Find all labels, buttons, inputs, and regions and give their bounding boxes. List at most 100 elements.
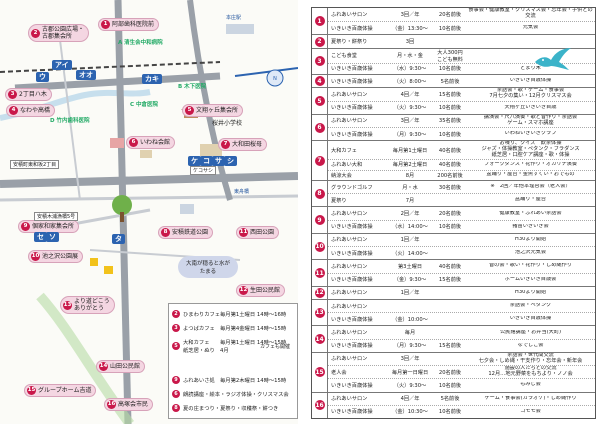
legend-info: 毎月第4金曜日 14時～15時 — [220, 326, 287, 332]
activity-details: ※ 2回／年他本理容会（老人会） — [490, 184, 571, 190]
activity-name: ふれあいサロン — [331, 303, 368, 310]
activity-schedule: （月）9:30～ — [393, 131, 427, 138]
map-callout-1[interactable]: 1 阿部歯科医院前 — [98, 18, 160, 31]
marker-11: 11 — [239, 228, 248, 237]
marker-7: 7 — [221, 140, 230, 149]
map-callout-15[interactable]: 15 グループホーム吉道 — [24, 384, 97, 397]
activity-name: ふれあいサロン — [331, 210, 368, 217]
activity-capacity: 20名前後 — [438, 11, 462, 18]
map-callout-7[interactable]: 7 大和田桜母 — [218, 138, 268, 151]
row-body: いきいき百歳体操（火）8:00～5名前後いきいき百歳体操 — [328, 75, 595, 87]
activity-capacity: 40名前後 — [438, 147, 462, 154]
activity-schedule: （金）9:30～ — [393, 277, 427, 284]
activity-capacity: 15名前後 — [438, 277, 462, 284]
callout-label: 阿部歯科医院前 — [112, 20, 155, 28]
map-callout-6[interactable]: 6 いわね会館 — [126, 136, 176, 149]
activity-details: 茶話会・歌・ゲーム・食事会 7月七夕の集い・12月クリスマス会 — [489, 88, 572, 100]
map-callout-14[interactable]: 14 山田公民館 — [96, 360, 146, 373]
hospital-d: D 竹内歯科医院 — [50, 118, 90, 124]
activity-capacity: 15名前後 — [438, 91, 462, 98]
activity-name: いきいき百歳体操 — [331, 316, 373, 323]
activity-details: コモモ会 — [520, 408, 541, 414]
svg-text:N: N — [273, 76, 277, 82]
row-number-badge: 13 — [314, 307, 325, 318]
legend-name: 大和カフェ 紙芝居・ぬり — [183, 340, 215, 354]
map-callout-2[interactable]: 2 古郡公園広場・ 古郡集会所 — [28, 24, 90, 43]
map-callout-8[interactable]: 8 安積鉄道公園 — [158, 226, 214, 239]
activity-capacity: 40名前後 — [438, 162, 462, 169]
activity-capacity: 10名前後 — [438, 409, 462, 416]
activity-schedule: 4回／年 — [400, 396, 420, 403]
legend-name: 朗読講座・絵本・ラジオ体操・クリスマス会 — [183, 392, 289, 398]
activity-details: H30より開始 — [514, 289, 547, 295]
activity-name: ふれあいサロン — [331, 11, 368, 18]
map-callout-16[interactable]: 16 高塚会市民 — [104, 398, 154, 411]
legend-marker: 9 — [172, 376, 180, 384]
row-number-cell: 11 — [312, 260, 328, 286]
activity-schedule: （水）14:00～ — [392, 224, 428, 231]
activity-line: いきいき百歳体操（月）9:30～10名前後いわねいきいきクラブ — [328, 127, 595, 140]
callout-label: いわね会館 — [140, 138, 171, 146]
area-map: N 1 阿部歯科医院前 2 古郡公園広場・ 古郡集会所 3 2丁目ハ木 4 なわ… — [0, 0, 298, 424]
activity-name: 大和カフェ — [331, 147, 357, 154]
activity-line: いきいき百歳体操（水）9:30～10名前後とまり木 — [328, 62, 595, 74]
sign-se: セ — [34, 232, 47, 242]
activity-capacity: 5名前後 — [440, 78, 460, 85]
activity-schedule: 1回／年 — [400, 237, 420, 244]
activity-line: ふれあいサロン毎月公民館講座・お弁当(大町) — [328, 326, 595, 338]
sign-sa: サ — [212, 156, 225, 166]
activity-name: グラウンドゴルフ — [331, 184, 373, 191]
legend-name: ふれあいさ処 — [183, 378, 215, 384]
row-number-cell: 7 — [312, 141, 328, 180]
activity-name: いきいき百歳体操 — [331, 224, 373, 231]
marker-8: 8 — [161, 228, 170, 237]
legend-marker: 2 — [172, 310, 180, 318]
activity-schedule: （月）9:30～ — [393, 343, 427, 350]
legend-info: 毎月第1土曜日 14時～15時 4月 — [220, 340, 287, 354]
marker-5: 5 — [185, 106, 194, 115]
activity-capacity: 35名前後 — [438, 118, 462, 125]
legend-name: 夏の庄まつり・夏祭り・収穫祭・餅つき — [183, 406, 279, 412]
row-number-badge: 4 — [314, 76, 325, 87]
activity-name: 夏祭り・餅祭り — [331, 39, 368, 46]
marker-15: 15 — [27, 386, 36, 395]
map-callout-12[interactable]: 12 生田公民館 — [236, 284, 286, 297]
activity-schedule: 4回／年 — [400, 91, 420, 98]
row-number-badge: 9 — [314, 215, 325, 226]
activity-details: もみじ会 — [520, 382, 541, 388]
hospital-a: A 清生会中和病院 — [118, 40, 163, 46]
map-callout-10[interactable]: 10 池之沢公園展 — [28, 250, 84, 263]
callout-label: 西田公園 — [250, 228, 275, 236]
map-callout-3[interactable]: 3 2丁目ハ木 — [5, 88, 52, 101]
activity-details: ゲーム・食事会(カラオケ)・しめ縄作り — [484, 395, 577, 401]
map-callout-13[interactable]: 13 より道どこう ありがとう — [60, 296, 115, 315]
marker-4: 4 — [9, 106, 18, 115]
activity-details: 講演会・尺八演奏・歌と昔作り・茶話会 ゲーム・スマホ講座 — [483, 114, 578, 126]
activity-capacity: 30名前後 — [438, 184, 462, 191]
activity-line: いきいき百歳体操（火）14:00～池之沢元気会 — [328, 246, 595, 259]
train-label: カフェも開催 — [260, 344, 291, 350]
activity-name: 老人会 — [331, 369, 347, 376]
activity-details: いきいき百歳体操 — [509, 316, 552, 322]
activity-name: ふれあいサロン — [331, 396, 368, 403]
sign-kaki: カキ — [142, 74, 162, 84]
activity-name: いきいき百歳体操 — [331, 25, 373, 32]
activity-schedule: 毎月第1土曜日 — [392, 147, 428, 154]
map-callout-11[interactable]: 11 西田公園 — [236, 226, 280, 239]
activity-name: いきいき百歳体操 — [331, 277, 373, 284]
activity-schedule: （金）10:00～ — [392, 316, 428, 323]
row-number-badge: 11 — [314, 268, 325, 278]
map-callout-4[interactable]: 4 なわや高橋 — [6, 104, 56, 117]
map-callout-5[interactable]: 5 文翔ヶ丘集会所 — [182, 104, 244, 117]
activity-capacity: 10名前後 — [438, 66, 462, 73]
callout-label: より道どこう ありがとう — [74, 298, 110, 313]
activity-details: H30より開始 — [514, 236, 547, 242]
activity-name: いきいき百歳体操 — [331, 250, 373, 257]
